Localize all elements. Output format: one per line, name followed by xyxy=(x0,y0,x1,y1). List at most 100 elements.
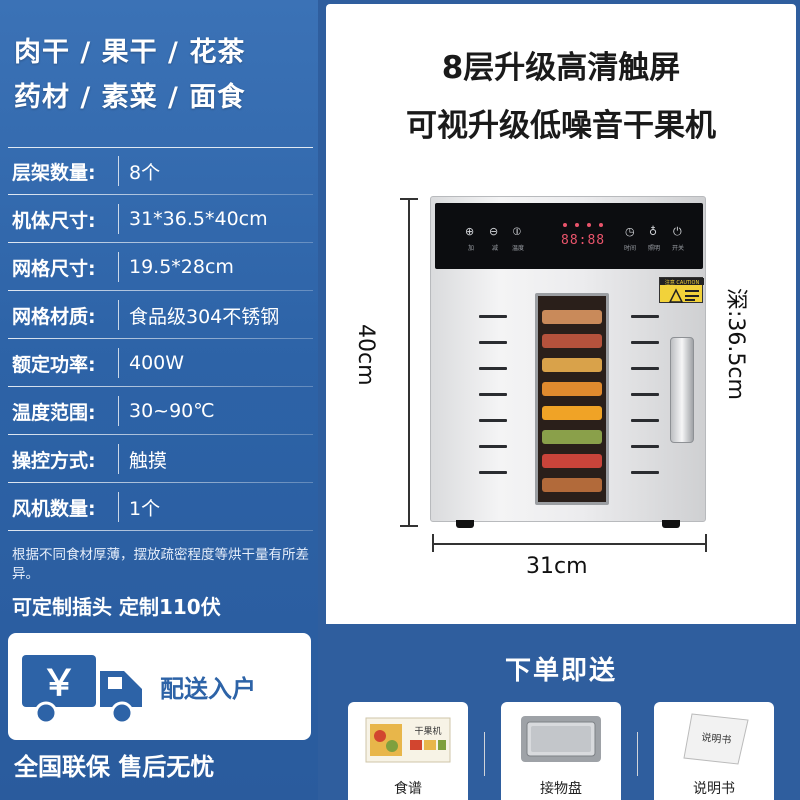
spec-divider xyxy=(118,156,119,186)
plus-icon[interactable]: ⊕ xyxy=(465,225,475,238)
spec-label: 温度范围: xyxy=(12,401,96,424)
warning-icon: 注意 CAUTION xyxy=(660,278,704,303)
height-dimension-cap-bottom xyxy=(400,525,418,527)
vent-slot xyxy=(631,393,659,396)
food-types-line-1: 肉干 / 果干 / 花茶 xyxy=(14,37,246,68)
viewing-window xyxy=(535,293,609,505)
minus-icon[interactable]: ⊖ xyxy=(489,225,499,238)
vent-slot xyxy=(479,419,507,422)
width-dimension-line xyxy=(432,543,706,545)
spec-row-power: 额定功率: 400W xyxy=(8,339,313,387)
spec-row-temperature: 温度范围: 30~90℃ xyxy=(8,387,313,435)
recipe-book-icon: 干果机 xyxy=(365,717,451,763)
vent-slot xyxy=(479,445,507,448)
spec-row-fans: 风机数量: 1个 xyxy=(8,483,313,531)
manual-icon: 说明书 xyxy=(683,713,749,765)
spec-row-body-size: 机体尺寸: 31*36.5*40cm xyxy=(8,195,313,243)
power-icon[interactable]: ⏻ xyxy=(673,225,682,238)
spec-row-shelves: 层架数量: 8个 xyxy=(8,147,313,195)
led-display: 88:88 xyxy=(561,233,606,248)
spec-divider xyxy=(118,348,119,378)
machine-foot xyxy=(662,520,680,528)
warranty-text: 全国联保 售后无忧 xyxy=(14,753,215,781)
spec-label: 网格尺寸: xyxy=(12,257,96,280)
vent-slot xyxy=(479,341,507,344)
spec-value: 400W xyxy=(129,352,185,374)
food-tray xyxy=(542,454,602,468)
vent-slot xyxy=(631,471,659,474)
indicator-dot xyxy=(575,223,579,227)
touch-control-panel: ⊕ 加 ⊖ 减 ⦶ 温度 88:88 ◷ 时间 ♁ 照明 ⏻ 开关 xyxy=(435,203,703,269)
door-handle[interactable] xyxy=(670,337,694,443)
spec-row-control: 操控方式: 触摸 xyxy=(8,435,313,483)
spec-divider xyxy=(118,204,119,234)
gift-divider xyxy=(637,732,638,776)
spec-label: 网格材质: xyxy=(12,305,96,328)
drip-tray-icon xyxy=(521,716,601,762)
dryer-body: ⊕ 加 ⊖ 减 ⦶ 温度 88:88 ◷ 时间 ♁ 照明 ⏻ 开关 xyxy=(430,196,706,522)
food-tray xyxy=(542,358,602,372)
control-label: 温度 xyxy=(512,245,525,252)
spec-row-mesh-material: 网格材质: 食品级304不锈钢 xyxy=(8,291,313,339)
height-dimension-cap-top xyxy=(400,198,418,200)
delivery-truck-icon: ￥ xyxy=(22,654,142,724)
width-dimension-cap-right xyxy=(705,534,707,552)
height-label: 40cm xyxy=(353,324,378,386)
spec-divider xyxy=(118,300,119,330)
control-label: 照明 xyxy=(648,245,661,252)
food-tray xyxy=(542,334,602,348)
spec-label: 层架数量: xyxy=(12,161,96,184)
yuan-symbol: ￥ xyxy=(41,663,77,704)
spec-divider xyxy=(118,492,119,522)
food-tray xyxy=(542,478,602,492)
spec-value: 8个 xyxy=(129,161,161,184)
custom-plug-text: 可定制插头 定制110伏 xyxy=(12,595,221,619)
thermometer-icon[interactable]: ⦶ xyxy=(513,225,521,238)
machine-foot xyxy=(456,520,474,528)
spec-label: 机体尺寸: xyxy=(12,209,96,232)
spec-label: 操控方式: xyxy=(12,449,96,472)
spec-value: 1个 xyxy=(129,497,161,520)
spec-table: 层架数量: 8个 机体尺寸: 31*36.5*40cm 网格尺寸: 19.5*2… xyxy=(8,147,313,531)
gift-item-recipe: 干果机 食谱 xyxy=(348,702,468,800)
delivery-text: 配送入户 xyxy=(160,675,256,703)
spec-panel: 肉干 / 果干 / 花茶 药材 / 素菜 / 面食 层架数量: 8个 机体尺寸:… xyxy=(0,0,318,800)
depth-label: 深:36.5cm xyxy=(723,288,748,400)
indicator-dot xyxy=(599,223,603,227)
spec-value: 31*36.5*40cm xyxy=(129,208,268,230)
food-tray xyxy=(542,382,602,396)
food-tray xyxy=(542,406,602,420)
vent-slot xyxy=(631,445,659,448)
light-icon[interactable]: ♁ xyxy=(649,225,658,238)
indicator-dot xyxy=(587,223,591,227)
capacity-note: 根据不同食材厚薄，摆放疏密程度等烘干量有所差异。 xyxy=(12,547,309,582)
indicator-dot xyxy=(563,223,567,227)
product-showcase: 8层升级高清触屏 可视升级低噪音干果机 40cm 31cm 深:36.5cm ⊕… xyxy=(326,4,796,624)
spec-row-mesh-size: 网格尺寸: 19.5*28cm xyxy=(8,243,313,291)
caution-sticker: 注意 CAUTION xyxy=(659,277,704,303)
food-tray xyxy=(542,310,602,324)
gift-item-manual: 说明书 说明书 xyxy=(654,702,774,800)
vent-slot xyxy=(631,367,659,370)
headline-line-1: 8层升级高清触屏 xyxy=(441,50,681,86)
gift-items: 干果机 食谱 接物盘 说明书 说明书 xyxy=(348,702,774,800)
manual-cover-text: 说明书 xyxy=(701,730,732,746)
food-dryer-machine: ⊕ 加 ⊖ 减 ⦶ 温度 88:88 ◷ 时间 ♁ 照明 ⏻ 开关 xyxy=(430,196,706,528)
control-label: 加 xyxy=(468,245,475,252)
recipe-cover-text: 干果机 xyxy=(414,725,441,737)
headline-line-2: 可视升级低噪音干果机 xyxy=(406,108,716,144)
spec-value: 食品级304不锈钢 xyxy=(129,305,280,328)
control-label: 减 xyxy=(492,245,499,252)
food-types-line-2: 药材 / 素菜 / 面食 xyxy=(14,82,246,113)
vent-slot xyxy=(631,419,659,422)
vent-slot xyxy=(631,315,659,318)
spec-divider xyxy=(118,444,119,474)
timer-icon[interactable]: ◷ xyxy=(625,225,635,238)
delivery-badge: ￥ 配送入户 xyxy=(8,633,311,740)
gift-label: 食谱 xyxy=(394,781,422,797)
spec-divider xyxy=(118,252,119,282)
vent-slot xyxy=(479,471,507,474)
gift-section: 下单即送 干果机 食谱 接物盘 xyxy=(326,624,796,800)
spec-label: 额定功率: xyxy=(12,353,96,376)
gift-divider xyxy=(484,732,485,776)
